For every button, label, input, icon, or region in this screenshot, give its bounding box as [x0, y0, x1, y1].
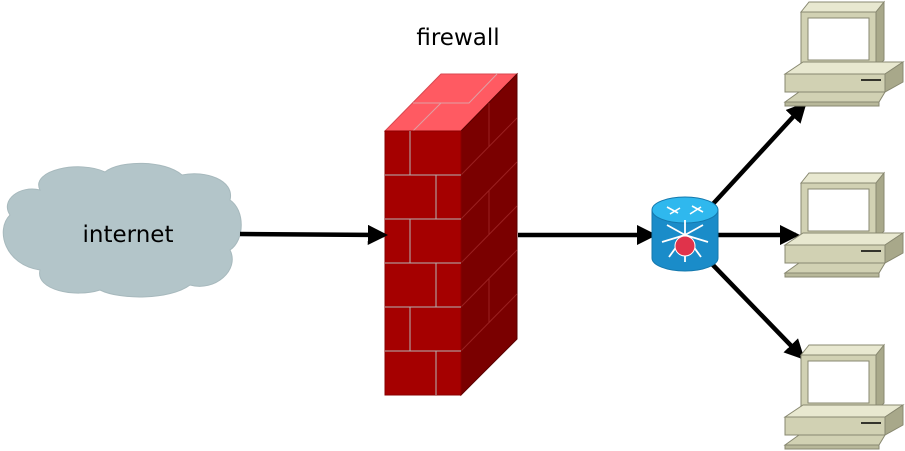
computer-icon — [783, 171, 905, 278]
firewall-label: firewall — [416, 25, 499, 51]
internet-label: internet — [83, 222, 174, 248]
arrows — [239, 102, 807, 360]
router-icon — [651, 196, 719, 272]
arrow-router-to-computer-top — [710, 102, 807, 207]
firewall-icon — [383, 72, 519, 397]
computer-icon — [783, 343, 905, 450]
arrow-internet-to-firewall — [239, 224, 389, 246]
computer-icon — [783, 0, 905, 107]
cloud-icon — [2, 162, 242, 298]
arrow-router-to-computer-bottom — [710, 262, 805, 360]
